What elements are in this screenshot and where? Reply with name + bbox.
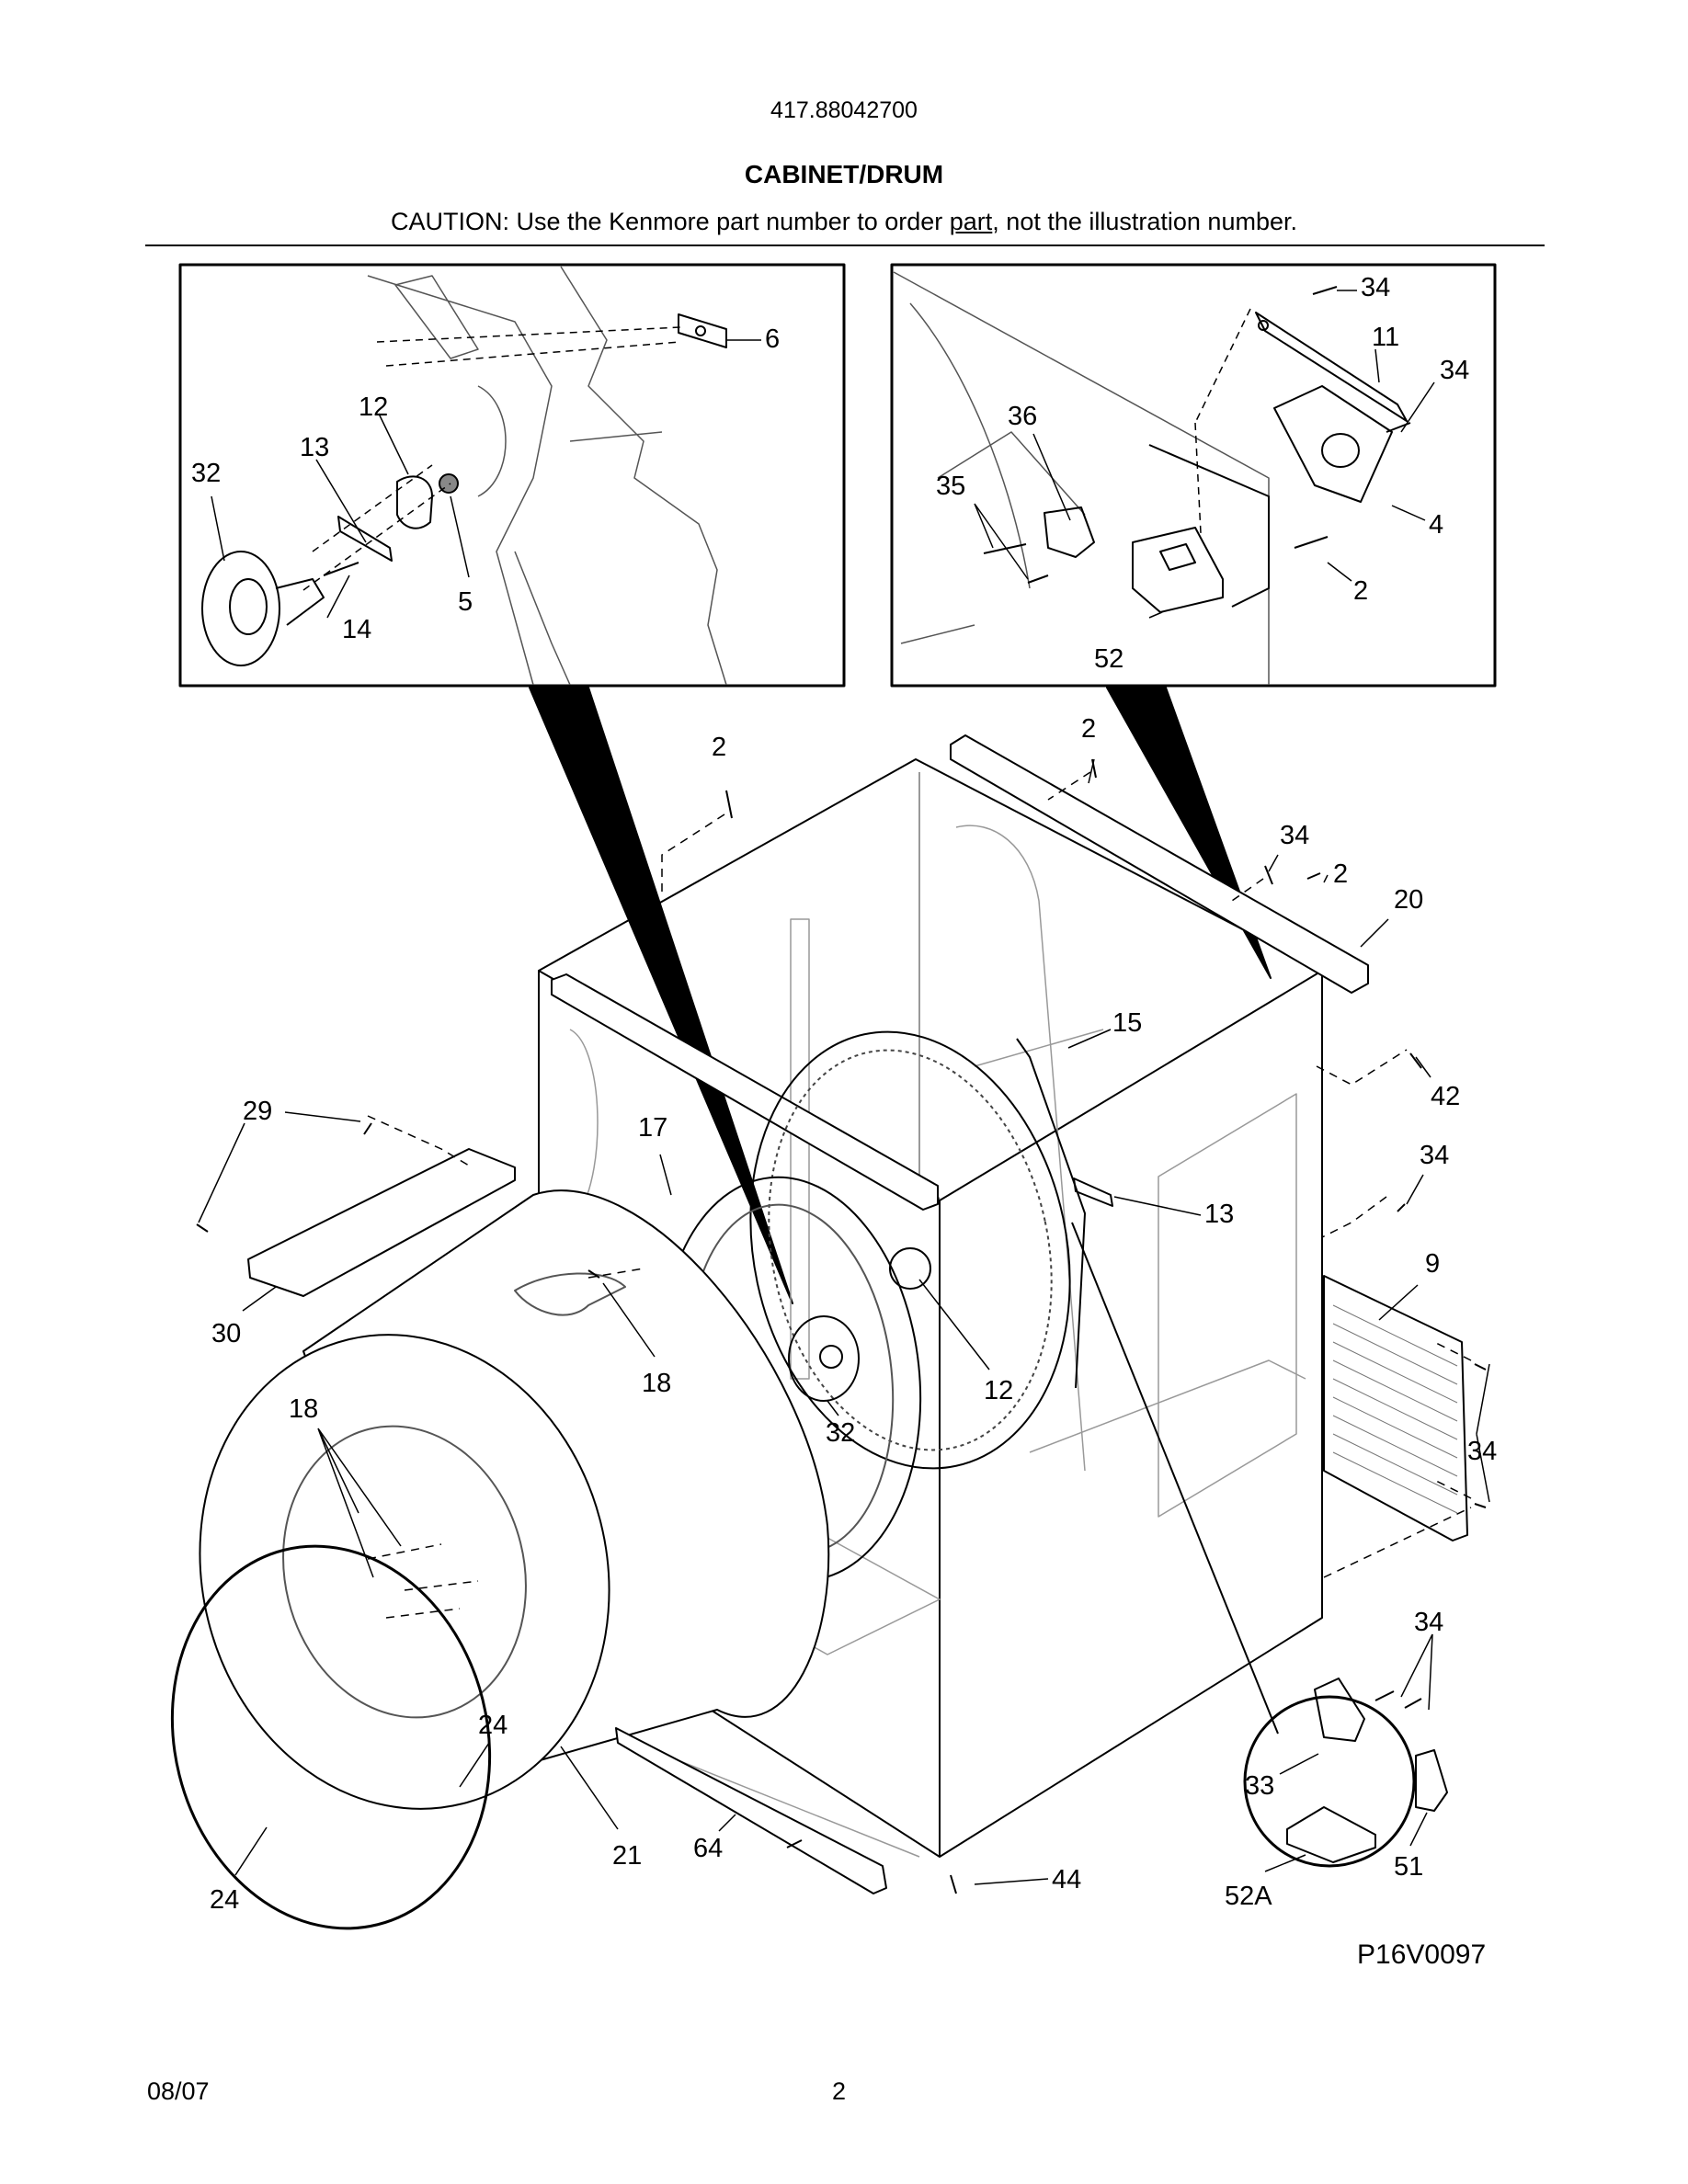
top-rail xyxy=(950,734,1369,994)
callout-30: 30 xyxy=(211,1319,241,1348)
callout-12: 12 xyxy=(359,392,388,422)
callout-18: 18 xyxy=(289,1394,318,1424)
inset-right-parts xyxy=(983,286,1411,613)
detail-circle xyxy=(1243,1695,1416,1868)
main-pulley xyxy=(788,1315,860,1402)
callout-2: 2 xyxy=(712,733,726,762)
callout-14: 14 xyxy=(342,615,371,644)
model-number: 417.88042700 xyxy=(770,97,918,123)
callout-13: 13 xyxy=(1204,1200,1234,1229)
callout-34: 34 xyxy=(1420,1141,1449,1170)
callout-32: 32 xyxy=(826,1418,855,1448)
callout-15: 15 xyxy=(1112,1008,1142,1038)
inset-right-frame xyxy=(890,263,1497,688)
callout-2: 2 xyxy=(1081,714,1096,744)
callout-34: 34 xyxy=(1280,821,1309,850)
callout-32: 32 xyxy=(191,459,221,488)
inset-left-pointer xyxy=(529,687,793,1304)
callout-51: 51 xyxy=(1394,1852,1423,1882)
footer-date: 08/07 xyxy=(147,2077,210,2105)
leader-lines xyxy=(198,290,1490,1885)
callout-11: 11 xyxy=(1372,323,1399,352)
callout-36: 36 xyxy=(1008,402,1037,431)
drum-ring xyxy=(170,1544,492,1930)
section-title: CABINET/DRUM xyxy=(744,160,944,188)
callout-42: 42 xyxy=(1431,1082,1460,1111)
callout-35: 35 xyxy=(936,472,965,501)
callout-52A: 52A xyxy=(1225,1882,1272,1911)
callout-6: 6 xyxy=(765,324,780,354)
callout-34: 34 xyxy=(1361,273,1390,302)
callout-18: 18 xyxy=(642,1369,671,1398)
callout-4: 4 xyxy=(1429,510,1443,540)
caution-prefix: CAUTION: Use the Kenmore part number to … xyxy=(391,208,950,235)
callout-34: 34 xyxy=(1440,356,1469,385)
caution-suffix: , not the illustration number. xyxy=(992,208,1297,235)
callout-21: 21 xyxy=(612,1841,642,1871)
inset-left-parts xyxy=(201,313,727,666)
callout-44: 44 xyxy=(1052,1865,1081,1894)
inset-left-artwork xyxy=(367,266,727,686)
callout-52: 52 xyxy=(1094,644,1123,674)
footer-page-number: 2 xyxy=(832,2077,847,2105)
callout-17: 17 xyxy=(638,1113,667,1143)
callout-34: 34 xyxy=(1414,1608,1443,1637)
callout-33: 33 xyxy=(1245,1771,1274,1801)
detail-parts xyxy=(1286,1678,1448,1863)
callout-13: 13 xyxy=(300,433,329,462)
caution-link[interactable]: part xyxy=(949,208,993,235)
caution-note: CAUTION: Use the Kenmore part number to … xyxy=(0,208,1688,236)
rear-drum-assembly xyxy=(749,1030,1086,1470)
screws xyxy=(196,758,1487,1894)
callout-2: 2 xyxy=(1353,576,1368,606)
main-bracket xyxy=(1073,1177,1113,1207)
bottom-rail xyxy=(615,1727,887,1894)
callout-9: 9 xyxy=(1425,1249,1440,1279)
callout-5: 5 xyxy=(458,587,473,617)
callout-labels: 6 12 13 32 5 14 34 11 34 36 35 4 2 52 2 … xyxy=(191,273,1497,1970)
drum xyxy=(199,1189,830,1810)
header-divider xyxy=(145,245,1545,246)
front-rail xyxy=(551,973,939,1211)
illustration-code: P16V0097 xyxy=(1357,1939,1486,1970)
toe-panel xyxy=(247,1148,516,1297)
inset-left-frame xyxy=(178,263,846,688)
callout-20: 20 xyxy=(1394,885,1423,915)
callout-24: 24 xyxy=(478,1711,508,1740)
callout-2: 2 xyxy=(1333,859,1348,889)
callout-12: 12 xyxy=(984,1376,1013,1405)
callout-34: 34 xyxy=(1467,1437,1497,1466)
callout-29: 29 xyxy=(243,1097,272,1126)
rear-panel xyxy=(1323,1275,1468,1541)
callout-24: 24 xyxy=(210,1885,239,1915)
callout-64: 64 xyxy=(693,1834,723,1863)
